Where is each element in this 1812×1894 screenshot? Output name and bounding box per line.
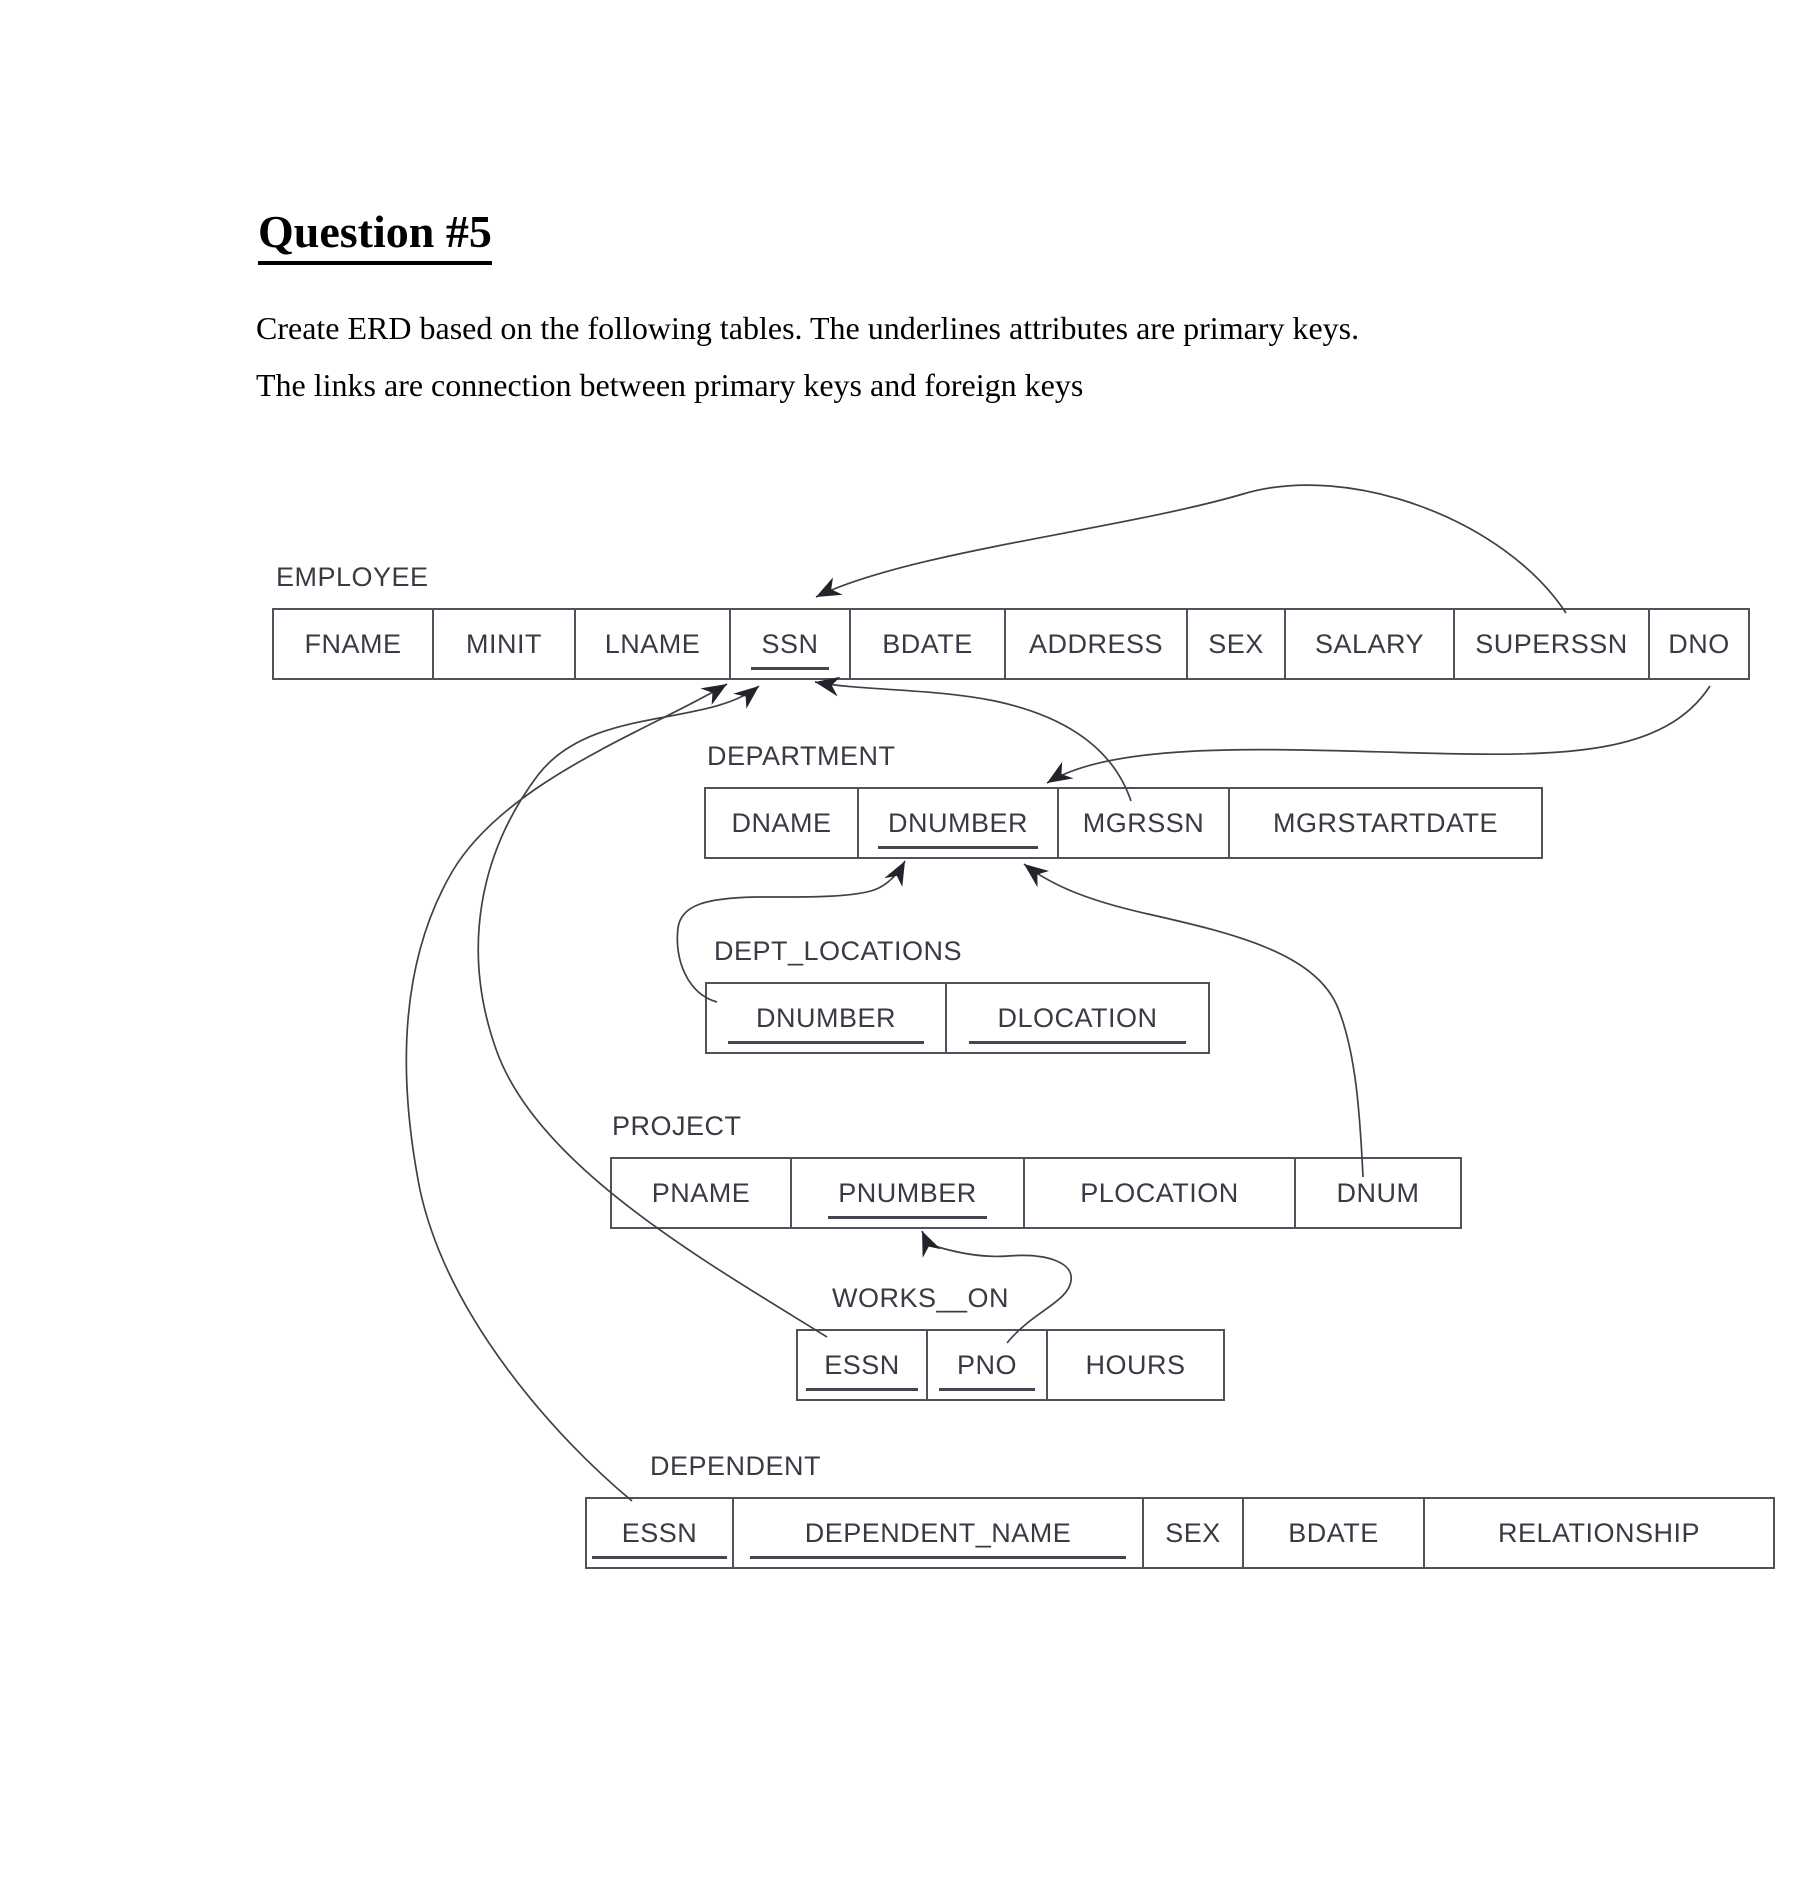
field-employee-fname: FNAME (272, 608, 434, 680)
field-dependent-relationship: RELATIONSHIP (1425, 1497, 1775, 1569)
field-works-on-essn: ESSN (796, 1329, 928, 1401)
field-dept-locations-dlocation: DLOCATION (947, 982, 1210, 1054)
arrow-dependent-essn-to-ssn (405, 683, 728, 1502)
field-department-dnumber: DNUMBER (859, 787, 1059, 859)
table-row-employee: FNAME MINIT LNAME SSN BDATE ADDRESS SEX … (272, 608, 1750, 680)
table-row-works-on: ESSN PNO HOURS (796, 1329, 1225, 1401)
field-employee-lname: LNAME (576, 608, 731, 680)
instructions-text: Create ERD based on the following tables… (256, 300, 1576, 414)
table-row-dependent: ESSN DEPENDENT_NAME SEX BDATE RELATIONSH… (585, 1497, 1775, 1569)
field-employee-salary: SALARY (1286, 608, 1455, 680)
table-name-dependent: DEPENDENT (650, 1451, 822, 1481)
table-row-dept-locations: DNUMBER DLOCATION (705, 982, 1210, 1054)
field-department-mgrstartdate: MGRSTARTDATE (1230, 787, 1543, 859)
table-department: DEPARTMENT DNAME DNUMBER MGRSSN MGRSTART… (704, 741, 1543, 859)
instructions-line-1: Create ERD based on the following tables… (256, 310, 1360, 346)
field-department-mgrssn: MGRSSN (1059, 787, 1230, 859)
field-employee-sex: SEX (1188, 608, 1286, 680)
table-name-employee: EMPLOYEE (276, 562, 429, 592)
table-row-project: PNAME PNUMBER PLOCATION DNUM (610, 1157, 1462, 1229)
field-dept-locations-dnumber: DNUMBER (705, 982, 947, 1054)
table-project: PROJECT PNAME PNUMBER PLOCATION DNUM (610, 1111, 1462, 1229)
table-name-works-on: WORKS__ON (832, 1283, 1010, 1313)
table-dept-locations: DEPT_LOCATIONS DNUMBER DLOCATION (705, 936, 1210, 1054)
table-name-department: DEPARTMENT (707, 741, 896, 771)
table-row-department: DNAME DNUMBER MGRSSN MGRSTARTDATE (704, 787, 1543, 859)
table-dependent: DEPENDENT ESSN DEPENDENT_NAME SEX BDATE … (585, 1451, 1775, 1569)
field-employee-ssn: SSN (731, 608, 851, 680)
field-project-dnum: DNUM (1296, 1157, 1462, 1229)
field-employee-superssn: SUPERSSN (1455, 608, 1650, 680)
table-employee: EMPLOYEE FNAME MINIT LNAME SSN BDATE ADD… (272, 562, 1750, 680)
field-employee-bdate: BDATE (851, 608, 1006, 680)
field-employee-dno: DNO (1650, 608, 1750, 680)
field-employee-address: ADDRESS (1006, 608, 1188, 680)
table-works-on: WORKS__ON ESSN PNO HOURS (796, 1283, 1225, 1401)
table-name-dept-locations: DEPT_LOCATIONS (714, 936, 963, 966)
field-project-plocation: PLOCATION (1025, 1157, 1296, 1229)
field-dependent-dependent-name: DEPENDENT_NAME (734, 1497, 1144, 1569)
field-project-pnumber: PNUMBER (792, 1157, 1025, 1229)
field-department-dname: DNAME (704, 787, 859, 859)
field-dependent-essn: ESSN (585, 1497, 734, 1569)
page-title: Question #5 (258, 205, 492, 265)
field-employee-minit: MINIT (434, 608, 576, 680)
field-works-on-pno: PNO (928, 1329, 1048, 1401)
table-name-project: PROJECT (612, 1111, 742, 1141)
field-works-on-hours: HOURS (1048, 1329, 1225, 1401)
field-project-pname: PNAME (610, 1157, 792, 1229)
field-dependent-bdate: BDATE (1244, 1497, 1425, 1569)
field-dependent-sex: SEX (1144, 1497, 1244, 1569)
instructions-line-2: The links are connection between primary… (256, 367, 1084, 403)
